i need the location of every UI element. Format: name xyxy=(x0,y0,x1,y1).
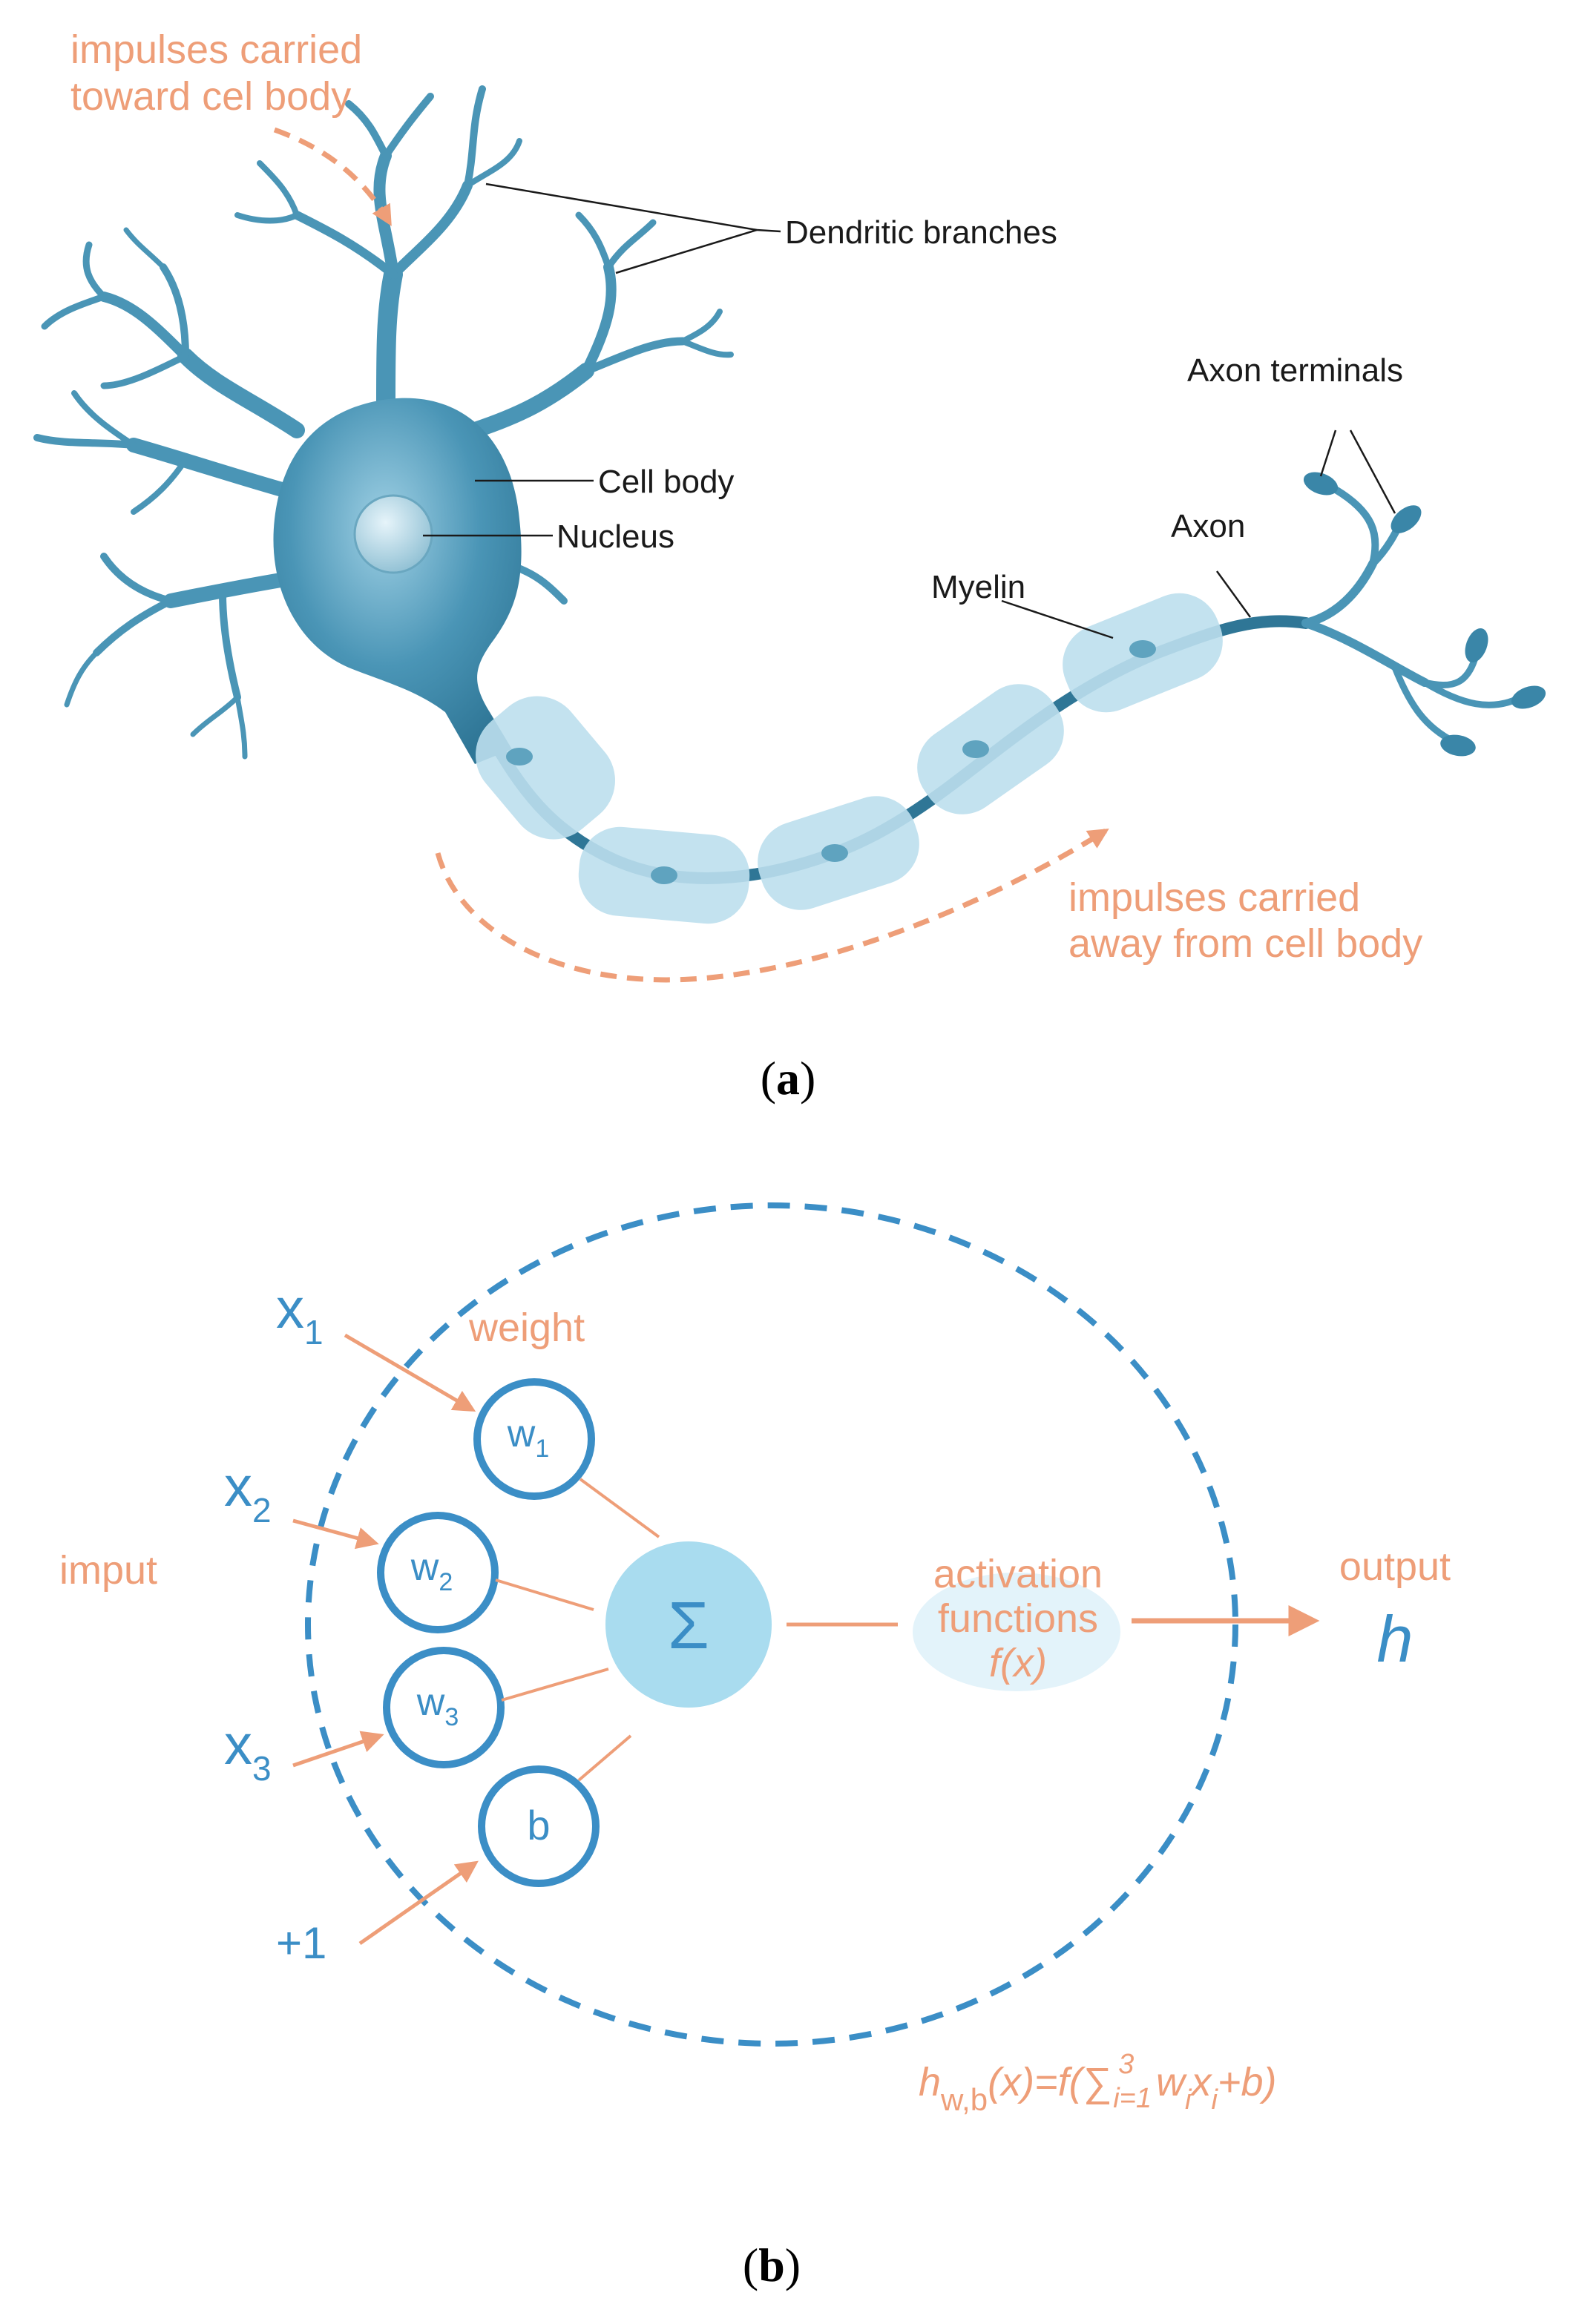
activation-label-2: functions xyxy=(938,1596,1098,1641)
weight-connections xyxy=(495,1478,660,1782)
svg-text:x1: x1 xyxy=(276,1277,324,1352)
axon-label: Axon xyxy=(1171,508,1245,544)
myelin-segment xyxy=(476,696,615,840)
svg-text:w2: w2 xyxy=(410,1546,453,1596)
imput-label: imput xyxy=(59,1548,157,1593)
x3-label: x xyxy=(224,1714,252,1777)
impulse-in-label-2: toward cel body xyxy=(70,74,351,119)
svg-text:w3: w3 xyxy=(416,1681,459,1731)
activation-function-fx: f(x) xyxy=(989,1641,1047,1685)
impulse-out-label-2: away from cell body xyxy=(1068,921,1422,966)
x3-subscript: 3 xyxy=(252,1749,272,1788)
w1-label: w xyxy=(507,1412,536,1455)
x2-subscript: 2 xyxy=(252,1491,272,1530)
svg-text:w1: w1 xyxy=(507,1412,549,1463)
output-label: output xyxy=(1339,1544,1451,1589)
nucleus-label: Nucleus xyxy=(556,519,674,555)
impulse-out-label-1: impulses carried xyxy=(1068,875,1360,920)
svg-text:away from cell body: away from cell body xyxy=(1068,921,1422,966)
panel-b: Σ w1 w2 w3 b x1 x2 x3 +1 xyxy=(59,1202,1451,2291)
myelin-label: Myelin xyxy=(931,569,1025,605)
neuron-boundary xyxy=(305,1202,1238,2047)
w2-subscript: 2 xyxy=(439,1568,453,1596)
impulse-out-arrow xyxy=(435,829,1109,983)
w3-subscript: 3 xyxy=(444,1703,459,1731)
weight-node-w1 xyxy=(473,1378,595,1500)
axon-terminals-label: Axon terminals xyxy=(1187,352,1403,389)
svg-text:impulses carried: impulses carried xyxy=(70,27,362,72)
leader-lines xyxy=(423,182,1396,639)
nucleus-shape xyxy=(353,494,433,574)
svg-text:x2: x2 xyxy=(224,1455,272,1530)
input-arrows xyxy=(292,1333,479,1946)
terminal-bulbs xyxy=(1303,472,1546,757)
dendrites xyxy=(33,85,734,760)
w2-label: w xyxy=(410,1546,439,1589)
output-h: h xyxy=(1377,1602,1414,1676)
sigma-symbol: Σ xyxy=(668,1589,709,1663)
activation-label-1: activation xyxy=(933,1552,1103,1596)
panel-a: impulses carried toward cel body Dendrit… xyxy=(33,27,1546,1105)
caption-a: (a) xyxy=(761,1052,816,1105)
impulse-in-label-1: impulses carried xyxy=(70,27,362,72)
weight-label: weight xyxy=(468,1306,585,1350)
bias-label: b xyxy=(527,1802,550,1849)
weight-nodes xyxy=(377,1378,600,1887)
w3-label: w xyxy=(416,1681,445,1724)
weight-node-w3 xyxy=(383,1647,505,1768)
svg-text:impulses carried: impulses carried xyxy=(1068,875,1360,920)
x2-label: x xyxy=(224,1455,252,1518)
activation-highlight xyxy=(913,1573,1120,1691)
plus-one-label: +1 xyxy=(276,1918,326,1968)
weight-node-w2 xyxy=(377,1512,499,1633)
cell-body-label: Cell body xyxy=(598,464,734,500)
summation-node xyxy=(605,1541,772,1708)
bias-node xyxy=(478,1765,600,1887)
x1-label: x xyxy=(276,1277,304,1340)
myelin-segment xyxy=(917,684,1064,814)
axon-terminals xyxy=(1301,486,1525,745)
w1-subscript: 1 xyxy=(535,1435,549,1463)
dendritic-branches-label: Dendritic branches xyxy=(785,214,1057,251)
svg-text:toward cel body: toward cel body xyxy=(70,74,351,119)
cell-body-shape xyxy=(273,398,522,764)
caption-b: (b) xyxy=(743,2239,801,2291)
myelin-sheaths xyxy=(476,593,1223,924)
svg-text:x3: x3 xyxy=(224,1714,272,1788)
x1-subscript: 1 xyxy=(304,1313,324,1352)
